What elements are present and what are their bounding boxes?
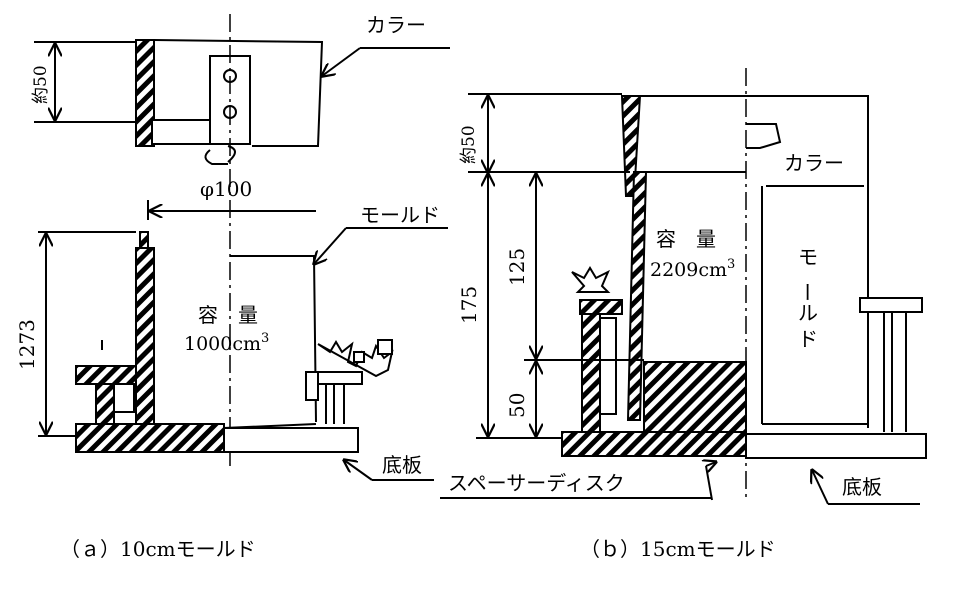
labels-a: カラー 約50 φ100 モールド 1273 容 量 1000cm3 底板 （ａ… [15, 13, 440, 561]
dim-collar-b [468, 93, 622, 172]
mold-b [561, 171, 927, 459]
base-plate-label-a: 底板 [382, 453, 422, 477]
mold-vertical-char: ル [798, 301, 818, 325]
caption-b: （ｂ）15cmモールド [580, 537, 776, 561]
mold-a [75, 231, 394, 453]
spacer-leader-b [706, 462, 716, 466]
base-leader-b [812, 470, 829, 505]
collar-label-a: カラー [366, 13, 426, 37]
capacity-value-a: 1000cm3 [184, 331, 269, 355]
dim-collar-a [34, 41, 136, 123]
dim-height-a [38, 231, 136, 437]
base-plate-label-b: 底板 [842, 475, 882, 499]
mold-leader-a [314, 227, 347, 264]
collar-a [135, 39, 324, 165]
capacity-label-b: 容 量 [656, 227, 716, 251]
capacity-label-a: 容 量 [198, 303, 258, 327]
dim-collar-label-a: 約50 [31, 65, 51, 104]
dim-diameter-a [147, 200, 316, 220]
panel-a [34, 14, 450, 481]
capacity-value-b: 2209cm3 [650, 257, 735, 281]
spacer-disk-label-b: スペーサーディスク [448, 471, 625, 495]
dim-collar-label-b: 約50 [459, 125, 479, 164]
diameter-label-a: φ100 [200, 177, 252, 201]
dim-total-b [468, 171, 630, 439]
dim-upper-label-b: 125 [505, 248, 529, 286]
dim-lower-label-b: 50 [505, 393, 529, 418]
panel-b [440, 68, 927, 505]
collar-label-b: カラー [784, 151, 844, 175]
mold-vertical-char: モ [798, 245, 818, 269]
labels-b: 約50 カラー 容 量 2209cm3 モ ー ル ド 175 125 50 ス… [448, 125, 882, 561]
mold-vertical-char: ー [795, 282, 819, 302]
dim-upper-b [524, 174, 644, 361]
mold-vertical-char: ド [798, 327, 818, 351]
collar-leader-a [322, 47, 361, 76]
mold-label-a: モールド [360, 203, 440, 227]
caption-a: （ａ）10cmモールド [60, 537, 256, 561]
dim-total-label-b: 175 [457, 286, 481, 324]
height-label-a: 1273 [15, 319, 39, 370]
base-leader-a [344, 460, 373, 481]
